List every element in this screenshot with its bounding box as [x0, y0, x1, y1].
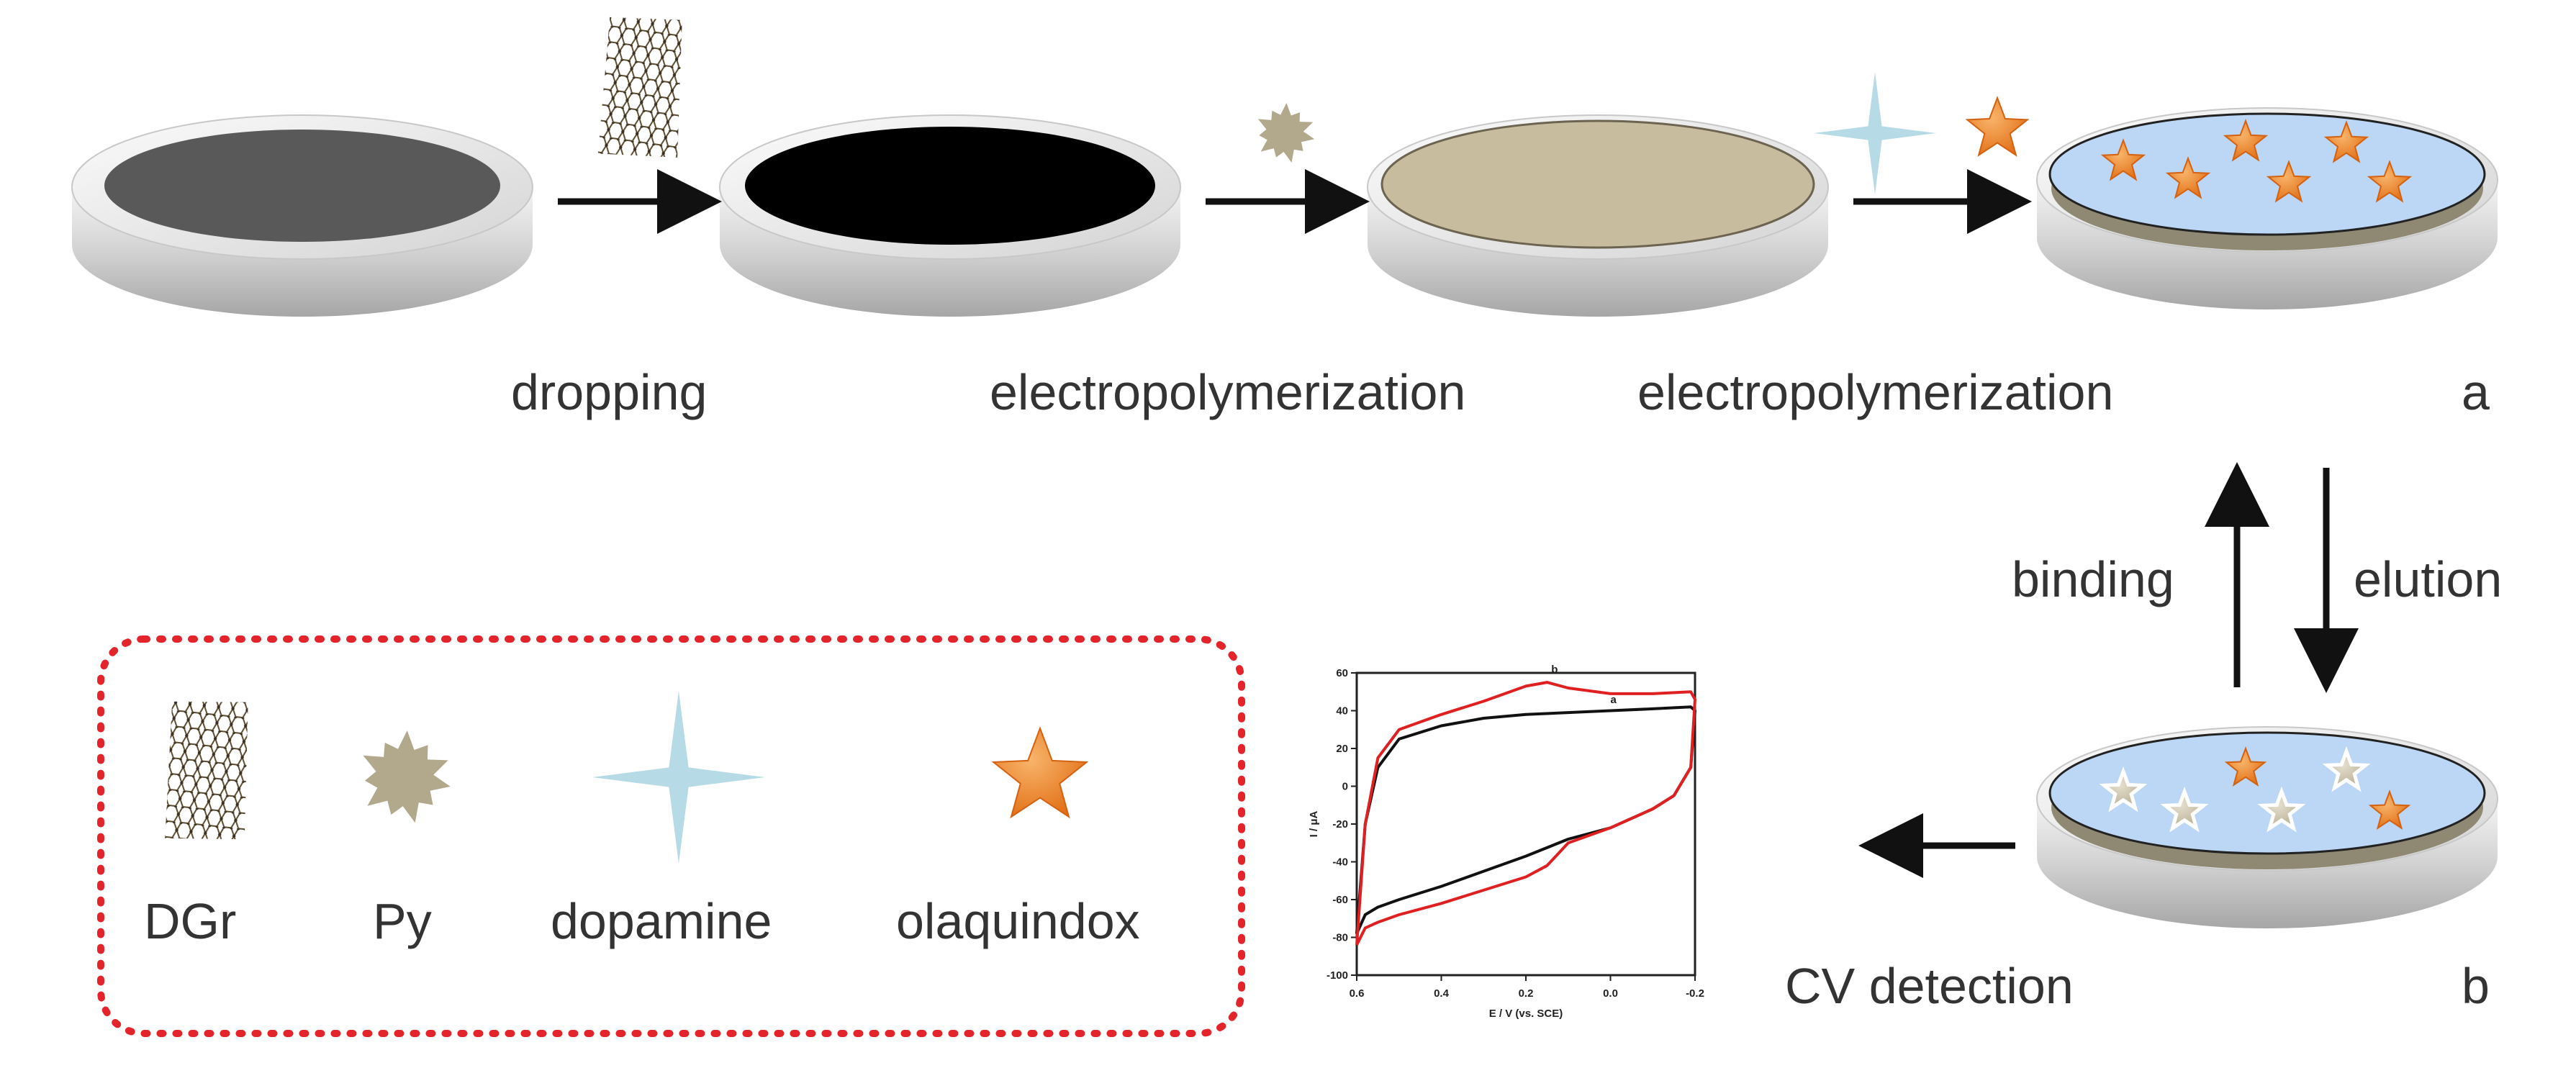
legend-label-olaquindox: olaquindox [896, 893, 1140, 949]
olaquindox-template-4 [2323, 120, 2369, 163]
cv-y-tick-label: 0 [1342, 781, 1348, 793]
cv-plot-frame [1355, 671, 1696, 977]
mip-film-b [2048, 731, 2486, 855]
label-cv-detection: CV detection [1785, 958, 2074, 1014]
imprinted-cavity-2 [2257, 786, 2306, 833]
olaquindox-rebound-4 [2368, 789, 2411, 831]
cv-x-axis-label: E / V (vs. SCE) [1489, 1008, 1563, 1020]
electrode-mip-b [2036, 726, 2498, 928]
mip-film-a [2048, 112, 2486, 236]
label-b: b [2462, 958, 2490, 1014]
electrode-mip-a [2036, 107, 2498, 309]
graphene-sheet-icon [597, 17, 682, 158]
olaquindox-template-2 [2223, 119, 2269, 162]
cv-x-tick-label: 0.2 [1519, 987, 1534, 1000]
cv-y-tick-label: -60 [1332, 894, 1348, 906]
cv-x-tick-label: 0.0 [1603, 987, 1618, 1000]
cv-y-tick-label: 60 [1336, 667, 1348, 679]
imprinted-cavity-1 [2160, 786, 2209, 833]
legend-pyrrole-burst-icon [363, 730, 451, 823]
cv-y-axis-label: I / μA [1308, 810, 1320, 837]
legend-label-dopamine: dopamine [551, 893, 772, 949]
dopamine-star-shape [1814, 72, 1936, 194]
cv-x-tick-label: 0.6 [1350, 987, 1365, 1000]
pyrrole-burst-icon [1257, 103, 1315, 163]
label-electropolymerization-1: electropolymerization [990, 364, 1466, 420]
legend-pyrrole-burst-shape [363, 730, 451, 823]
electrode-dgr [719, 114, 1181, 317]
label-a: a [2462, 364, 2490, 420]
label-dropping: dropping [511, 364, 708, 420]
label-elution: elution [2354, 551, 2503, 607]
cv-y-tick-label: -20 [1332, 818, 1348, 831]
cv-x-tick-label: -0.2 [1686, 987, 1704, 1000]
imprinted-cavity-0 [2099, 766, 2148, 813]
cv-y-tick-label: -40 [1332, 856, 1348, 869]
electrode-bare [71, 114, 533, 317]
cv-chart: 0.6 0.4 0.2 0.0 -0.2 60 40 20 0 -20 -40 -60 -80 -100E… [1308, 664, 1704, 1020]
cv-curve-label-b: b [1551, 664, 1558, 676]
legend-olaquindox-star-shape [991, 726, 1089, 819]
olaquindox-template-0 [2100, 138, 2146, 181]
olaquindox-template-5 [2367, 160, 2413, 203]
cv-curve-label-a: a [1611, 694, 1617, 706]
label-electropolymerization-2: electropolymerization [1637, 364, 2114, 420]
bare-surface [104, 130, 500, 242]
olaquindox-template-1 [2165, 156, 2211, 199]
legend-dopamine-star-shape [592, 691, 765, 864]
olaquindox-rebound-top [2224, 746, 2267, 787]
cv-y-tick-label: 20 [1336, 743, 1348, 755]
dopamine-star-icon [1814, 72, 1936, 194]
olaquindox-star-icon [1965, 96, 2030, 157]
olaquindox-star-shape [1965, 96, 2030, 157]
legend-box [97, 635, 1245, 1037]
olaquindox-template-group [2100, 119, 2413, 203]
cv-curve-b [1355, 681, 1696, 946]
legend-graphene-sheet-icon [165, 701, 248, 840]
legend-dopamine-star-icon [592, 691, 765, 864]
cv-x-tick-label: 0.4 [1434, 987, 1450, 1000]
pyrrole-burst-shape [1257, 103, 1315, 163]
ppy-surface [1380, 119, 1815, 249]
cv-y-tick-label: -80 [1332, 932, 1348, 944]
cv-y-tick-label: -100 [1327, 969, 1348, 982]
legend-olaquindox-star-icon [991, 726, 1089, 819]
label-binding: binding [2012, 551, 2174, 607]
electrode-ppy [1367, 114, 1829, 317]
imprinted-cavity-3 [2322, 746, 2371, 792]
cavity-group [2099, 746, 2411, 833]
legend-label-dgr: DGr [144, 893, 237, 949]
dgr-surface [745, 127, 1155, 245]
legend-label-py: Py [373, 893, 432, 949]
cv-y-tick-label: 40 [1336, 705, 1348, 718]
olaquindox-template-3 [2266, 160, 2312, 203]
